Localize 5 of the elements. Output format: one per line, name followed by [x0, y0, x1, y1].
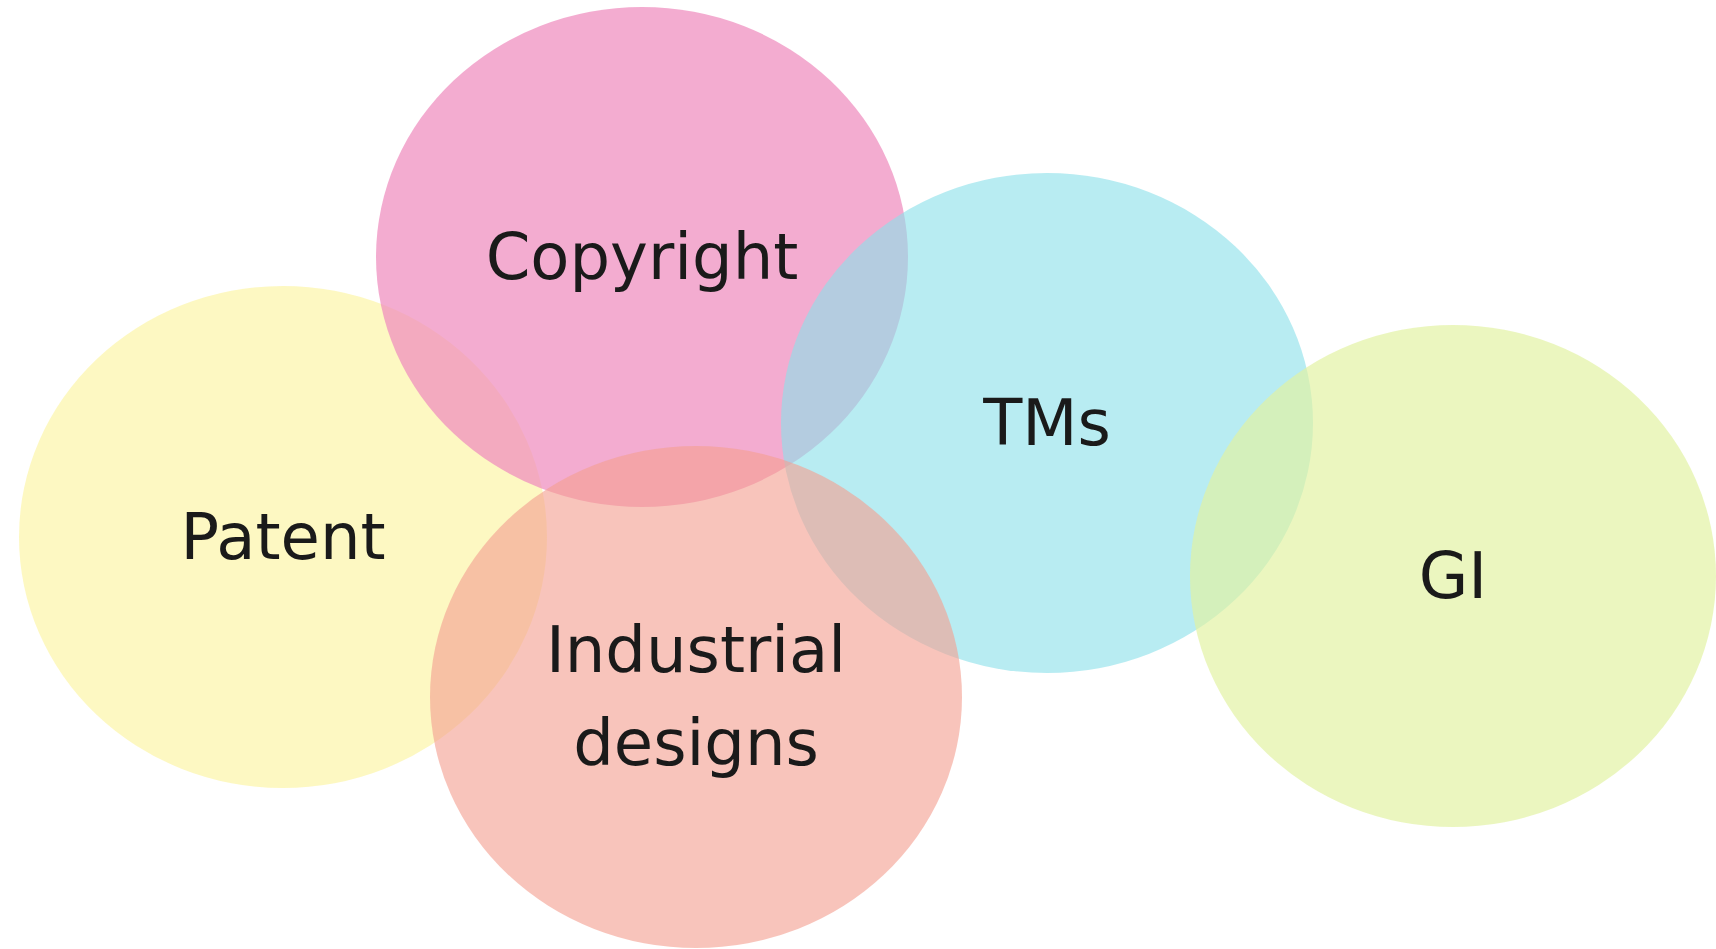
circle-label: Copyright	[485, 218, 799, 296]
circle-label: Patent	[180, 498, 386, 576]
circle-label: GI	[1418, 537, 1488, 615]
circle-label: TMs	[983, 384, 1111, 462]
circle-label: Industrial designs	[544, 612, 848, 782]
